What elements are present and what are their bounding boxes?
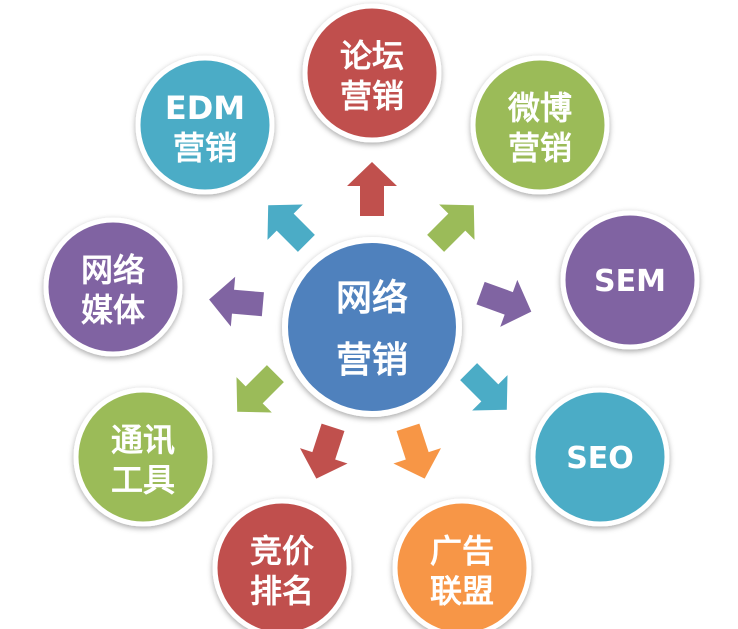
node-seo[interactable]: SEO (530, 387, 670, 527)
node-label-line1: 网络 (81, 251, 145, 289)
arrows (209, 162, 532, 479)
node-label-line2: 联盟 (430, 572, 494, 610)
arrow-weibo (427, 204, 475, 252)
node-circle-edm (135, 55, 275, 195)
node-label-line1: EDM (165, 89, 245, 127)
center-label-line2: 营销 (336, 340, 408, 381)
arrow-edm (267, 204, 315, 252)
node-label-line1: 微博 (507, 89, 572, 127)
node-circle-seo (530, 387, 670, 527)
node-label-line1: 竞价 (250, 532, 314, 570)
arrow-sem (476, 279, 532, 327)
node-label-line1: 广告 (430, 532, 494, 570)
center-circle (282, 237, 462, 417)
node-label-line1: 通讯 (111, 421, 175, 459)
arrow-ranking (299, 423, 348, 479)
node-circle-ranking (212, 498, 352, 629)
arrow-media (209, 276, 264, 327)
arrow-im (236, 365, 284, 413)
node-circle-im (73, 387, 213, 527)
node-circle-forum (302, 3, 442, 143)
arrow-ads (393, 423, 442, 479)
node-label-line2: 营销 (508, 129, 572, 167)
node-sem[interactable]: SEM (560, 210, 700, 350)
node-label-line1: SEO (566, 441, 634, 476)
node-label-line1: SEM (594, 264, 666, 299)
arrow-seo (460, 363, 508, 411)
node-circle-ads (392, 498, 532, 629)
node-label-line2: 营销 (340, 77, 404, 115)
node-circle-weibo (470, 55, 610, 195)
node-label-line2: 营销 (173, 129, 237, 167)
arrow-forum (347, 162, 397, 216)
node-circle-media (43, 217, 183, 357)
node-label-line2: 工具 (111, 461, 175, 499)
node-label-line1: 论坛 (340, 37, 404, 75)
node-label-line2: 排名 (250, 572, 314, 610)
nodes: 论坛营销微博营销SEMSEO广告联盟竞价排名通讯工具网络媒体EDM营销 (43, 3, 700, 629)
node-label-line2: 媒体 (81, 291, 145, 329)
center-label-line1: 网络 (336, 277, 408, 319)
node-circle-sem (560, 210, 700, 350)
